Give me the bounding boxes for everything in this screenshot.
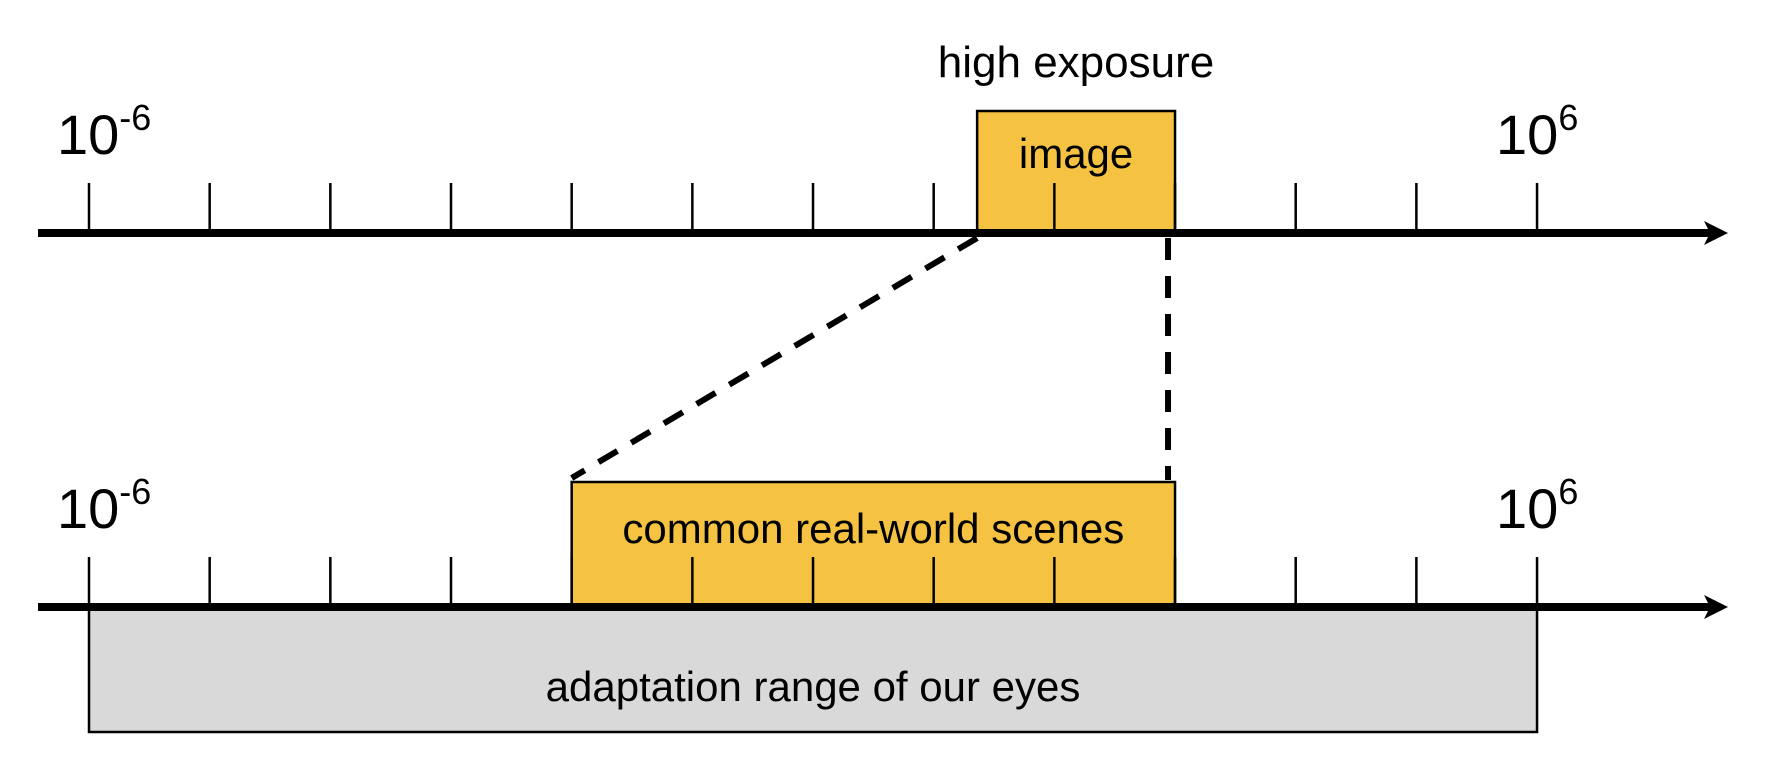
bottom-axis-max-label: 106 [1496,471,1578,540]
top-max-base: 10 [1496,103,1558,166]
top-axis-min-label: 10-6 [57,97,151,166]
top-axis-ticks [87,183,1539,233]
top-min-base: 10 [57,103,119,166]
top-max-exponent: 6 [1558,97,1578,138]
bottom-min-exponent: -6 [119,471,151,512]
adaptation-range-label: adaptation range of our eyes [546,663,1081,710]
image-range-box [975,109,1177,235]
top-axis-max-label: 106 [1496,97,1578,166]
top-axis-group: high exposure image 10-6 106 [38,38,1728,245]
top-min-exponent: -6 [119,97,151,138]
bottom-axis-arrowhead-icon [1704,595,1728,619]
high-exposure-caption: high exposure [938,38,1214,87]
bottom-axis-min-label: 10-6 [57,471,151,540]
eye-adaptation-range-box [87,605,1539,734]
bottom-max-exponent: 6 [1558,471,1578,512]
bottom-max-base: 10 [1496,477,1558,540]
bottom-axis-ticks [87,557,1539,607]
top-axis-arrowhead-icon [1704,221,1728,245]
bottom-min-base: 10 [57,477,119,540]
mapping-line-left [570,235,979,481]
bottom-axis-group: adaptation range of our eyes common real… [38,471,1728,734]
real-world-scenes-label: common real-world scenes [622,505,1124,552]
image-box-label: image [1019,130,1133,177]
